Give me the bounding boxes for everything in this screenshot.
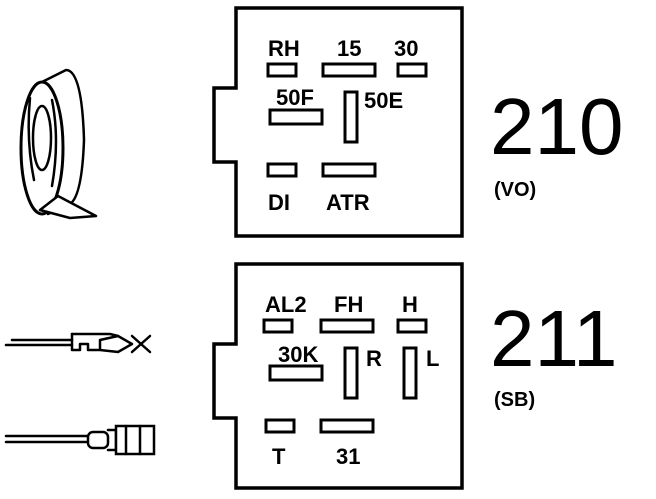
relay-socket-211: AL2 FH H 30K R L T 31 bbox=[212, 262, 464, 490]
insulated-crimp-terminal-icon bbox=[4, 424, 156, 456]
terminal-15 bbox=[321, 62, 377, 78]
terminal-di bbox=[266, 162, 298, 178]
terminal-rh bbox=[266, 62, 298, 78]
label-al2: AL2 bbox=[265, 292, 307, 317]
label-h: H bbox=[402, 292, 418, 317]
terminal-30k bbox=[268, 364, 324, 382]
relay-code-sb: (SB) bbox=[494, 389, 535, 411]
terminal-l bbox=[402, 346, 418, 400]
terminal-50e bbox=[343, 90, 359, 144]
label-30: 30 bbox=[394, 36, 418, 61]
terminal-30 bbox=[396, 62, 428, 78]
label-fh: FH bbox=[334, 292, 363, 317]
terminal-al2 bbox=[262, 318, 294, 334]
label-t: T bbox=[272, 444, 286, 469]
terminal-h bbox=[396, 318, 428, 334]
spade-connector-icon bbox=[4, 332, 152, 354]
insulating-tape-roll-icon bbox=[19, 68, 98, 220]
label-atr: ATR bbox=[326, 190, 370, 215]
relay-code-vo: (VO) bbox=[494, 179, 536, 201]
terminal-atr bbox=[321, 162, 377, 178]
label-30k: 30K bbox=[278, 342, 318, 367]
label-50f: 50F bbox=[276, 85, 314, 110]
label-15: 15 bbox=[337, 36, 361, 61]
label-rh: RH bbox=[268, 36, 300, 61]
relay-number-211: 211 bbox=[490, 294, 618, 383]
label-r: R bbox=[366, 346, 382, 371]
terminal-r bbox=[343, 346, 359, 400]
terminal-fh bbox=[319, 318, 375, 334]
terminal-50f bbox=[268, 108, 324, 126]
label-31: 31 bbox=[336, 444, 360, 469]
terminal-31 bbox=[319, 418, 375, 434]
relay-socket-210: RH 15 30 50F 50E DI ATR bbox=[212, 6, 464, 238]
relay-number-210: 210 bbox=[490, 82, 623, 171]
label-50e: 50E bbox=[364, 88, 403, 113]
label-di: DI bbox=[268, 190, 290, 215]
label-l: L bbox=[426, 346, 439, 371]
terminal-t bbox=[264, 418, 296, 434]
